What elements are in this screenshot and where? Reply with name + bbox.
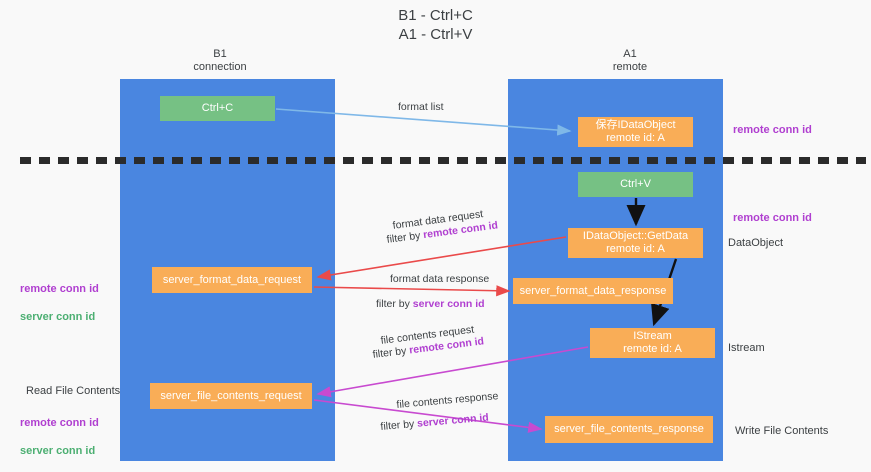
node-save-idataobject-line2: remote id: A — [606, 132, 665, 144]
edge-label-format-data-response-filter: filter by server conn id — [376, 298, 485, 311]
node-server-format-data-request-label: server_format_data_request — [162, 273, 302, 286]
node-server-file-contents-request[interactable]: server_file_contents_request — [150, 383, 312, 409]
annotation-left-conn-ids-bottom: remote conn id server conn id — [20, 402, 99, 472]
annotation-left-remote-conn-id-1: remote conn id — [20, 283, 99, 295]
annotation-right-remote-conn-id-mid: remote conn id — [733, 212, 812, 224]
node-idataobject-getdata-line1: IDataObject::GetData — [582, 230, 689, 242]
filter-key-server-conn-id: server conn id — [416, 411, 490, 430]
diagram-title: B1 - Ctrl+C A1 - Ctrl+V — [398, 7, 473, 43]
node-idataobject-getdata-line2: remote id: A — [606, 243, 665, 255]
filter-prefix: filter by — [380, 417, 418, 433]
phase-divider — [20, 157, 866, 164]
node-idataobject-getdata[interactable]: IDataObject::GetData remote id: A — [568, 228, 703, 258]
node-server-format-data-response[interactable]: server_format_data_response — [513, 278, 673, 304]
node-istream-line2: remote id: A — [623, 343, 682, 355]
filter-key-server-conn-id: server conn id — [412, 298, 485, 310]
edge-label-file-contents-response-filter: filter by server conn id — [380, 412, 489, 434]
node-server-file-contents-response[interactable]: server_file_contents_response — [545, 416, 713, 443]
node-server-file-contents-response-label: server_file_contents_response — [554, 423, 704, 435]
node-istream-line1: IStream — [633, 330, 672, 342]
arrow-format-data-response — [313, 285, 511, 297]
node-save-idataobject-line1: 保存IDataObject — [595, 119, 676, 131]
annotation-right-write-file-contents: Write File Contents — [735, 425, 829, 437]
node-istream[interactable]: IStream remote id: A — [590, 328, 715, 358]
filter-prefix: filter by — [386, 229, 425, 246]
edge-label-format-list: format list — [398, 101, 444, 113]
annotation-left-server-conn-id-1: server conn id — [20, 311, 96, 323]
node-ctrl-v-label: Ctrl+V — [620, 178, 651, 190]
edge-label-format-data-response: format data response — [390, 273, 490, 285]
node-ctrl-c[interactable]: Ctrl+C — [160, 96, 275, 121]
node-server-file-contents-request-label: server_file_contents_request — [160, 389, 302, 402]
node-server-format-data-request[interactable]: server_format_data_request — [152, 267, 312, 293]
annotation-left-read-file-contents: Read File Contents — [26, 385, 121, 397]
annotation-right-remote-conn-id-top: remote conn id — [733, 124, 812, 136]
annotation-right-istream: Istream — [728, 342, 765, 354]
column-header-b1: B1 connection — [193, 48, 247, 73]
annotation-left-server-conn-id-2: server conn id — [20, 445, 96, 457]
node-ctrl-c-label: Ctrl+C — [201, 102, 234, 114]
node-save-idataobject[interactable]: 保存IDataObject remote id: A — [578, 117, 693, 147]
filter-prefix: filter by — [372, 344, 410, 361]
annotation-left-conn-ids-top: remote conn id server conn id — [20, 268, 99, 338]
node-ctrl-v[interactable]: Ctrl+V — [578, 172, 693, 197]
annotation-left-remote-conn-id-2: remote conn id — [20, 417, 99, 429]
filter-prefix: filter by — [376, 298, 413, 310]
edge-label-file-contents-response: file contents response — [396, 390, 499, 411]
annotation-right-dataobject: DataObject — [728, 237, 784, 249]
column-header-a1: A1 remote — [612, 48, 648, 73]
node-server-format-data-response-label: server_format_data_response — [519, 284, 667, 297]
